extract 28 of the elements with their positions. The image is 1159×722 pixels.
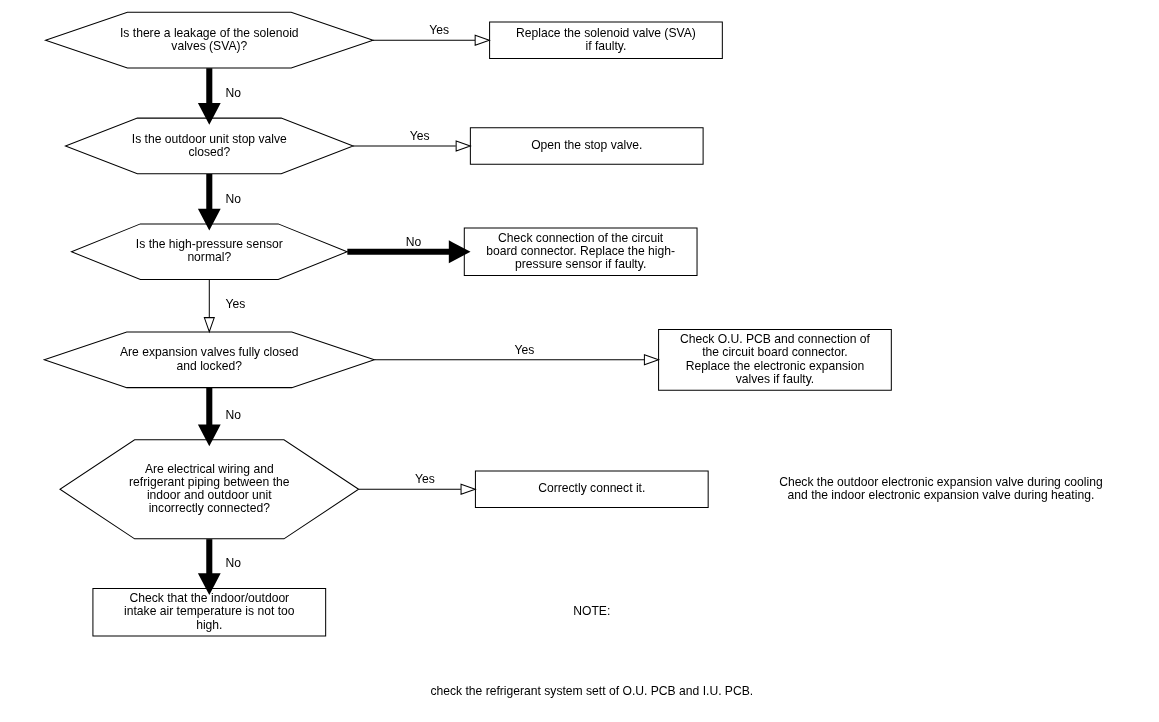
edge-label: No	[225, 407, 241, 422]
arrow	[373, 354, 661, 366]
node-box: Check that the indoor/outdoor intake air temperature is not too high.	[92, 587, 327, 637]
edge-label: No	[225, 85, 241, 100]
arrow	[352, 140, 472, 152]
edge-label: Yes	[409, 129, 430, 144]
arrow	[197, 539, 221, 595]
arrow	[203, 279, 215, 334]
arrow	[347, 240, 471, 264]
edge-label: Yes	[415, 472, 435, 487]
edge-label: No	[405, 234, 422, 249]
edge-label: Yes	[429, 23, 449, 38]
arrow	[372, 34, 491, 46]
node-box: Correctly connect it.	[474, 470, 709, 508]
label: NOTE:	[573, 604, 611, 619]
node-box: Open the stop valve.	[469, 127, 704, 165]
label: check the refrigerant system sett of O.U. PCB and I.U. PCB.	[430, 683, 754, 698]
label: Check the outdoor electronic expansion valve during cooling and the indoor electronic expansion valve during heating.	[779, 474, 1103, 502]
edge-label: No	[225, 191, 241, 206]
node-box: Check connection of the circuit board connector. Replace the high-pressure sensor if faulty.	[463, 227, 698, 277]
node-box: Check O.U. PCB and connection of the circuit board connector. Replace the electronic expansion valves if faulty.	[658, 328, 892, 391]
arrow	[197, 68, 221, 125]
edge-label: Yes	[514, 342, 535, 357]
edge-label: No	[225, 556, 241, 571]
node-box: Replace the solenoid valve (SVA) if faulty.	[489, 21, 723, 59]
arrow	[197, 387, 221, 447]
edge-label: Yes	[225, 297, 246, 312]
arrow	[358, 483, 477, 495]
